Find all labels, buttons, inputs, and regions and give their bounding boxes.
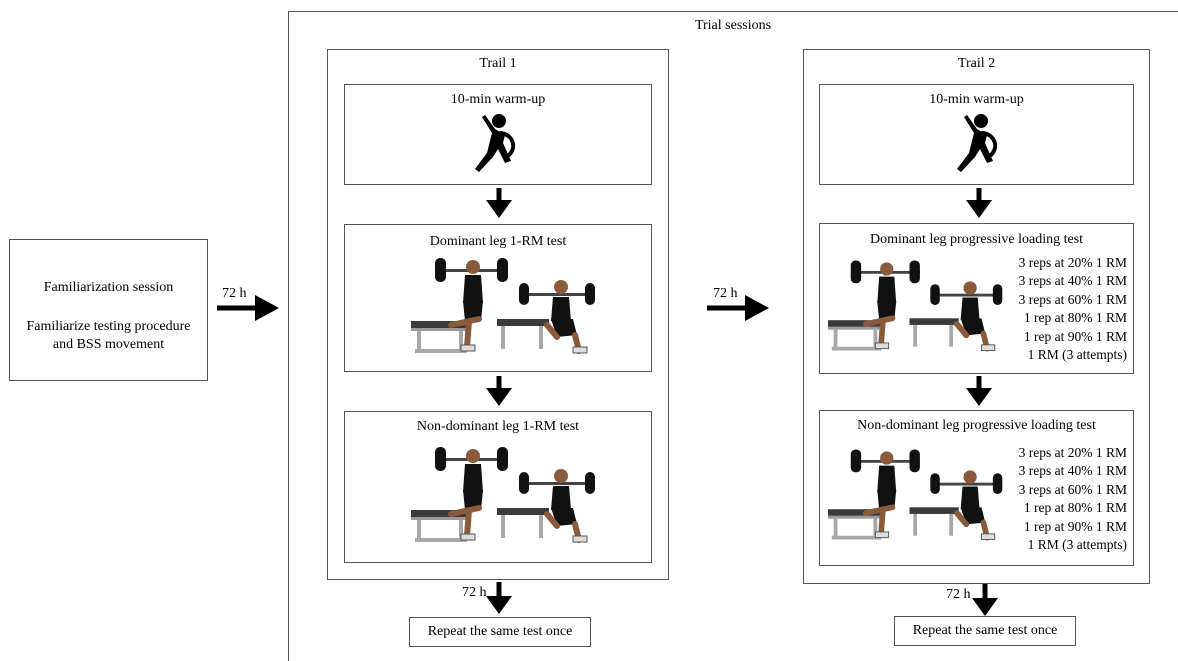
familiarization-box: Familiarization session Familiarize test… xyxy=(9,239,208,381)
down-arrow-icon xyxy=(486,188,512,218)
bss-exercise-illustration xyxy=(828,445,1008,545)
bss-exercise-illustration xyxy=(411,255,601,357)
trail2-nondominant-label: Non-dominant leg progressive loading tes… xyxy=(857,418,1096,433)
trial-sessions-title: Trial sessions xyxy=(694,18,772,33)
step-item: 3 reps at 60% 1 RM xyxy=(1018,481,1127,497)
familiarization-line2: and BSS movement xyxy=(52,337,165,352)
trail2-dominant-box: Dominant leg progressive loading test 3 … xyxy=(819,223,1134,374)
trail1-after-label: 72 h xyxy=(462,585,487,600)
down-arrow-icon xyxy=(966,376,992,406)
step-item: 3 reps at 40% 1 RM xyxy=(1018,273,1127,289)
bss-exercise-illustration xyxy=(828,256,1008,356)
trail2-dominant-steps: 3 reps at 20% 1 RM 3 reps at 40% 1 RM 3 … xyxy=(1019,254,1127,364)
gap-label-1: 72 h xyxy=(222,286,247,301)
step-item: 1 rep at 80% 1 RM xyxy=(1023,310,1127,326)
trail2-dominant-label: Dominant leg progressive loading test xyxy=(869,232,1084,247)
step-item: 1 rep at 90% 1 RM xyxy=(1023,518,1127,534)
trail1-warmup-box: 10-min warm-up xyxy=(344,84,652,185)
step-item: 3 reps at 20% 1 RM xyxy=(1018,255,1127,270)
step-item: 3 reps at 60% 1 RM xyxy=(1018,291,1127,307)
right-arrow-icon xyxy=(217,295,279,321)
stretching-person-icon xyxy=(955,112,998,174)
trail2-title: Trail 2 xyxy=(957,56,996,71)
familiarization-title: Familiarization session xyxy=(43,280,174,295)
step-item: 1 rep at 80% 1 RM xyxy=(1023,500,1127,516)
step-item: 1 rep at 90% 1 RM xyxy=(1023,328,1127,344)
trail1-repeat-label: Repeat the same test once xyxy=(427,624,573,639)
trail2-warmup-label: 10-min warm-up xyxy=(929,92,1024,107)
trail1-repeat-box: Repeat the same test once xyxy=(409,617,591,647)
stretching-person-icon xyxy=(473,112,516,174)
step-item: 3 reps at 40% 1 RM xyxy=(1018,463,1127,479)
trail1-dominant-label: Dominant leg 1-RM test xyxy=(429,234,567,249)
step-item: 3 reps at 20% 1 RM xyxy=(1018,445,1127,460)
trial-sessions-frame xyxy=(288,11,1178,661)
down-arrow-icon xyxy=(486,376,512,406)
trail2-repeat-label: Repeat the same test once xyxy=(912,623,1058,638)
trail1-warmup-label: 10-min warm-up xyxy=(450,92,546,107)
trail2-after-label: 72 h xyxy=(946,587,971,602)
right-arrow-icon xyxy=(707,295,769,321)
trail1-title: Trail 1 xyxy=(479,56,517,71)
gap-label-2: 72 h xyxy=(713,286,738,301)
down-arrow-icon xyxy=(486,582,512,614)
step-item: 1 RM (3 attempts) xyxy=(1027,536,1127,552)
trail1-nondominant-box: Non-dominant leg 1-RM test xyxy=(344,411,652,563)
trail2-nondominant-box: Non-dominant leg progressive loading tes… xyxy=(819,410,1134,566)
step-item: 1 RM (3 attempts) xyxy=(1027,346,1127,362)
down-arrow-icon xyxy=(972,584,998,616)
trail1-dominant-box: Dominant leg 1-RM test xyxy=(344,224,652,372)
trail2-repeat-box: Repeat the same test once xyxy=(894,616,1076,646)
trail2-warmup-box: 10-min warm-up xyxy=(819,84,1134,185)
trail2-nondominant-steps: 3 reps at 20% 1 RM 3 reps at 40% 1 RM 3 … xyxy=(1019,444,1127,554)
bss-exercise-illustration xyxy=(411,444,601,546)
trail1-nondominant-label: Non-dominant leg 1-RM test xyxy=(416,419,580,434)
familiarization-line1: Familiarize testing procedure xyxy=(26,319,191,334)
down-arrow-icon xyxy=(966,188,992,218)
